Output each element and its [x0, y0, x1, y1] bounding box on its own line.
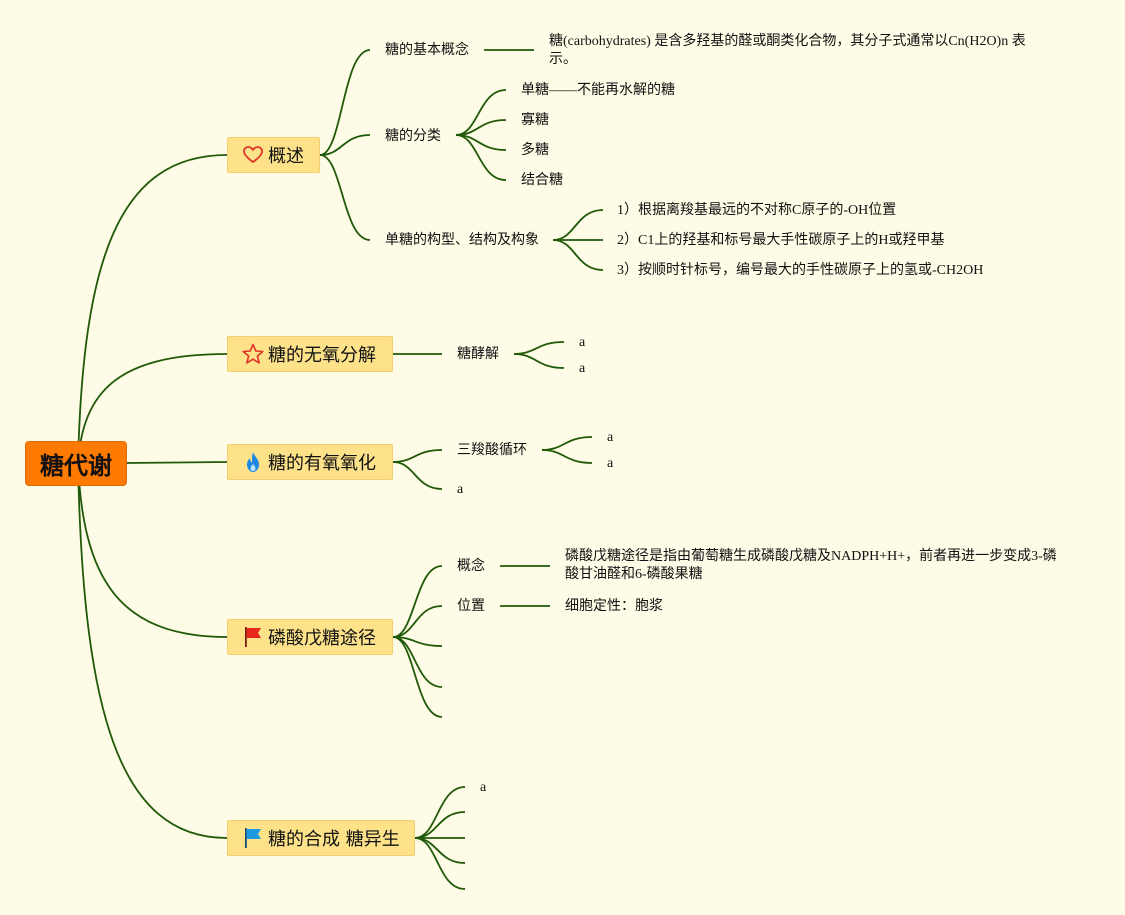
node-ppp-concept[interactable]: 概念 [457, 559, 485, 574]
topic-label: 糖的合成 糖异生 [268, 829, 400, 850]
topic-overview[interactable]: 概述 [227, 137, 320, 173]
node-configuration[interactable]: 单糖的构型、结构及构象 [385, 233, 539, 248]
star-icon [242, 343, 264, 365]
node-glycolysis[interactable]: 糖酵解 [457, 347, 499, 362]
node-config-3[interactable]: 3）按顺时针标号，编号最大的手性碳原子上的氢或-CH2OH [617, 263, 984, 278]
node-config-2[interactable]: 2）C1上的羟基和标号最大手性碳原子上的H或羟甲基 [617, 233, 945, 248]
connector-overview-configuration [319, 154, 371, 241]
node-ppp-location[interactable]: 位置 [457, 599, 485, 614]
flame-icon [242, 451, 264, 473]
heart-icon [242, 144, 264, 166]
root-label: 糖代谢 [40, 452, 112, 480]
connector-aerobic-a [392, 461, 443, 490]
connector-overview-concept [319, 49, 371, 156]
connector-tca-0 [541, 436, 593, 451]
node-conjugated-sugar[interactable]: 结合糖 [521, 173, 563, 188]
node-classification[interactable]: 糖的分类 [385, 129, 441, 144]
connector-gluconeogenesis-4 [414, 837, 466, 890]
node-basic-concept[interactable]: 糖的基本概念 [385, 43, 469, 58]
connector-overview-classification [319, 134, 371, 156]
connector-pentose-4 [392, 636, 443, 718]
node-glycolysis-a2[interactable]: a [579, 361, 586, 376]
topic-label: 糖的有氧氧化 [268, 453, 376, 474]
node-monosaccharide[interactable]: 单糖——不能再水解的糖 [521, 83, 675, 98]
red-flag-icon [242, 626, 264, 648]
root-node[interactable]: 糖代谢 [25, 441, 127, 486]
connector-gluconeogenesis-3 [414, 837, 466, 864]
node-oligosaccharide[interactable]: 寡糖 [521, 113, 549, 128]
connector-glycolysis-0 [513, 341, 565, 355]
connector-classification-3 [455, 134, 507, 181]
connector-configuration-2 [552, 239, 604, 271]
topic-aerobic[interactable]: 糖的有氧氧化 [227, 444, 393, 480]
topic-label: 糖的无氧分解 [268, 345, 376, 366]
detail-basic-concept[interactable]: 糖(carbohydrates) 是含多羟基的醛或酮类化合物，其分子式通常以Cn… [549, 34, 1026, 67]
blue-flag-icon [242, 827, 264, 849]
connector-aerobic-tca [392, 449, 443, 463]
connector-glycolysis-1 [513, 353, 565, 369]
detail-ppp-concept[interactable]: 磷酸戊糖途径是指由葡萄糖生成磷酸戊糖及NADPH+H+，前者再进一步变成3-磷酸… [565, 549, 1057, 582]
connector-root-gluconeogenesis [77, 462, 228, 839]
node-aerobic-a[interactable]: a [457, 482, 464, 497]
node-gluconeogenesis-a[interactable]: a [480, 780, 487, 795]
connector-tca-1 [541, 449, 593, 464]
topic-label: 磷酸戊糖途径 [268, 628, 376, 649]
node-tca-cycle[interactable]: 三羧酸循环 [457, 443, 527, 458]
topic-label: 概述 [268, 146, 304, 167]
topic-pentose-phosphate[interactable]: 磷酸戊糖途径 [227, 619, 393, 655]
connector-pentose-0 [392, 565, 443, 638]
node-tca-a2[interactable]: a [607, 456, 614, 471]
connector-root-aerobic [126, 461, 228, 464]
topic-anaerobic[interactable]: 糖的无氧分解 [227, 336, 393, 372]
connector-root-overview [77, 154, 228, 464]
connector-configuration-0 [552, 209, 604, 241]
node-config-1[interactable]: 1）根据离羧基最远的不对称C原子的-OH位置 [617, 203, 897, 218]
node-tca-a1[interactable]: a [607, 430, 614, 445]
connector-pentose-3 [392, 636, 443, 688]
node-glycolysis-a1[interactable]: a [579, 335, 586, 350]
node-polysaccharide[interactable]: 多糖 [521, 143, 549, 158]
connector-gluconeogenesis-1 [414, 811, 466, 839]
connector-pentose-1 [392, 605, 443, 638]
detail-ppp-location[interactable]: 细胞定性：胞浆 [565, 599, 663, 614]
connector-classification-0 [455, 89, 507, 136]
topic-gluconeogenesis[interactable]: 糖的合成 糖异生 [227, 820, 415, 856]
connector-root-pentose [77, 462, 228, 638]
connector-root-anaerobic [77, 353, 228, 464]
